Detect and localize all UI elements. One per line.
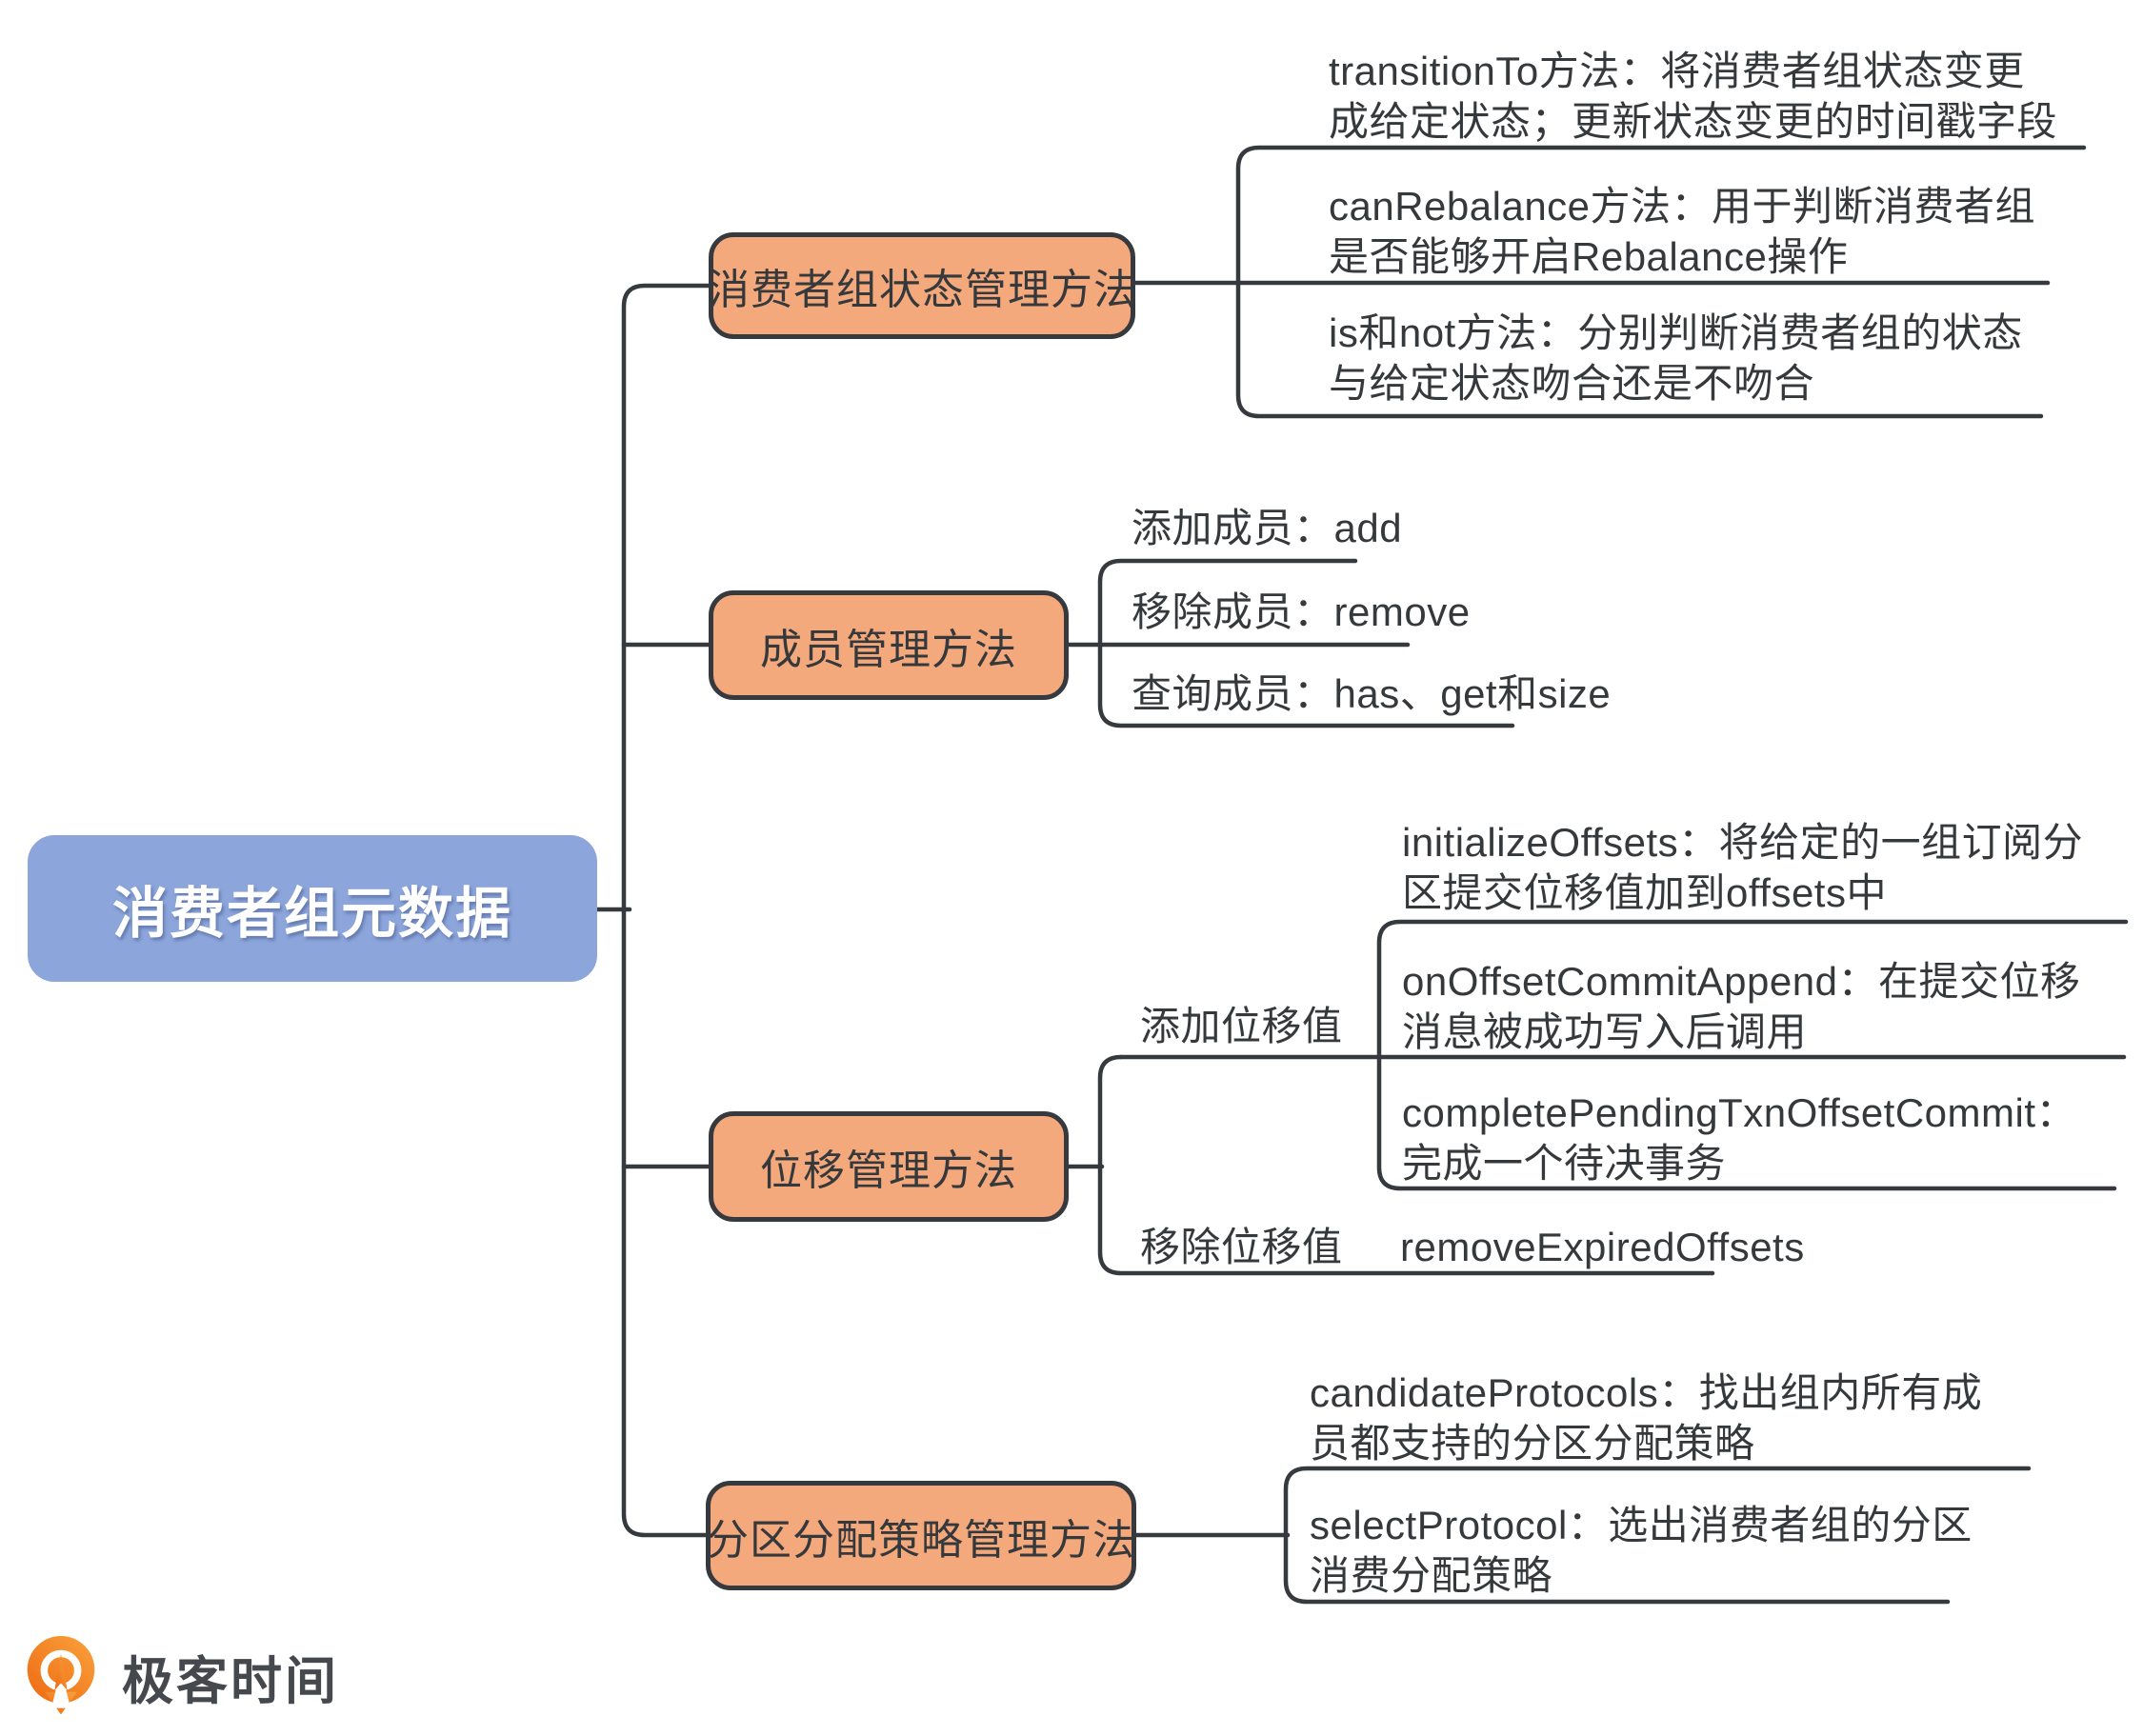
branch-node-offset-management: 位移管理方法: [709, 1111, 1069, 1222]
leaf-candidateProtocols: candidateProtocols：找出组内所有成 员都支持的分区分配策略: [1310, 1370, 1983, 1466]
branch-node-member-management: 成员管理方法: [709, 590, 1069, 700]
branch-node-partition-strategy: 分区分配策略管理方法: [706, 1481, 1136, 1590]
branch3-bracket: [1097, 1054, 1715, 1276]
leaf-is-not: is和not方法：分别判断消费者组的状态 与给定状态吻合还是不吻合: [1329, 310, 2023, 406]
leaf-query-member: 查询成员：has、get和size: [1132, 671, 1612, 716]
leaf-selectProtocol: selectProtocol：选出消费者组的分区 消费分配策略: [1310, 1503, 1973, 1598]
trunk-line: [621, 283, 711, 1538]
branch4-bracket: [1283, 1466, 2032, 1605]
geektime-logo-text: 极客时间: [122, 1652, 339, 1710]
leaf-remove-member: 移除成员：remove: [1132, 589, 1471, 634]
group-label-add-offset: 添加位移值: [1140, 1004, 1343, 1048]
branch-label: 消费者组状态管理方法: [708, 267, 1136, 313]
geektime-logo: 极客时间: [21, 1634, 339, 1718]
branch2-bracket: [1097, 558, 1515, 728]
branch-label: 分区分配策略管理方法: [707, 1516, 1135, 1564]
branch1-bracket: [1235, 145, 2087, 419]
leaf-onOffsetCommitAppend: onOffsetCommitAppend：在提交位移 消息被成功写入后调用: [1402, 959, 2081, 1054]
leaf-removeExpiredOffsets: removeExpiredOffsets: [1400, 1225, 1805, 1269]
add-offset-bracket: [1376, 919, 2129, 1191]
branch-label: 成员管理方法: [760, 626, 1017, 673]
leaf-completePendingTxnOffsetCommit: completePendingTxnOffsetCommit： 完成一个待决事务: [1402, 1090, 2077, 1186]
branch-node-state-management: 消费者组状态管理方法: [708, 232, 1136, 339]
root-node: 消费者组元数据: [28, 835, 597, 982]
branch-label: 位移管理方法: [760, 1147, 1017, 1194]
leaf-initializeOffsets: initializeOffsets：将给定的一组订阅分 区提交位移值加到offs…: [1402, 820, 2084, 915]
leaf-add-member: 添加成员：add: [1132, 506, 1403, 550]
geektime-pin-icon: [27, 1636, 95, 1715]
leaf-canRebalance: canRebalance方法：用于判断消费者组 是否能够开启Rebalance操…: [1329, 184, 2036, 279]
root-node-label: 消费者组元数据: [111, 883, 512, 945]
leaf-transitionTo: transitionTo方法：将消费者组状态变更 成给定状态；更新状态变更的时间…: [1329, 49, 2058, 144]
group-label-remove-offset: 移除位移值: [1140, 1225, 1343, 1269]
